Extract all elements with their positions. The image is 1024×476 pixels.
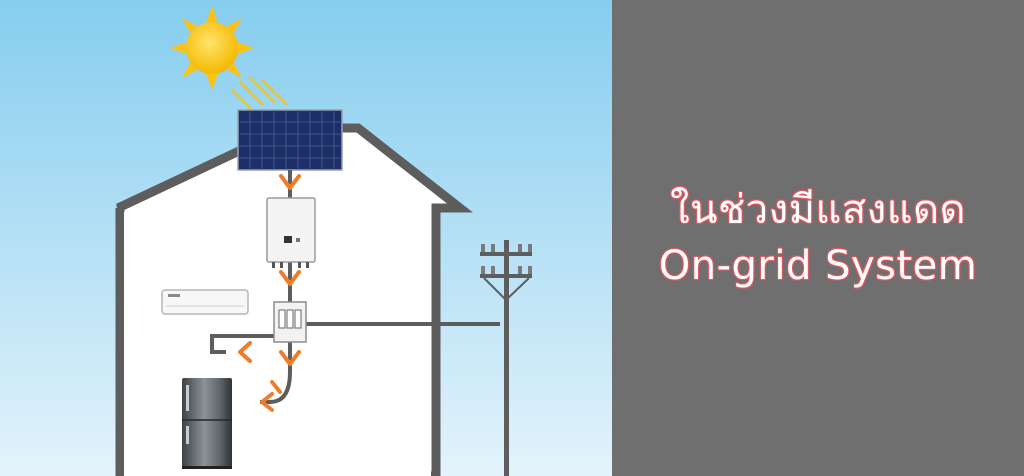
caption-title-english: On-grid System	[658, 243, 978, 289]
flow-arrow-icon	[238, 174, 301, 412]
wiring	[210, 170, 500, 404]
sun-icon	[170, 6, 288, 110]
flow-arrow-icon	[270, 380, 282, 394]
caption-title-thai: ในช่วงมีแสงแดด	[670, 187, 966, 233]
utility-pole-icon	[480, 240, 532, 476]
flow-arrow-icon	[279, 270, 301, 286]
flow-arrow-icon	[260, 392, 274, 412]
breaker-box-icon	[273, 301, 307, 343]
solar-diagram	[0, 0, 612, 476]
air-conditioner-icon	[161, 289, 249, 315]
flow-arrow-icon	[279, 350, 301, 366]
caption-panel: ในช่วงมีแสงแดด On-grid System	[612, 0, 1024, 476]
solar-panel-icon	[237, 109, 343, 171]
flow-arrow-icon	[238, 341, 252, 363]
flow-arrow-icon	[279, 174, 301, 190]
refrigerator-icon	[182, 378, 232, 469]
inverter-icon	[266, 197, 316, 268]
